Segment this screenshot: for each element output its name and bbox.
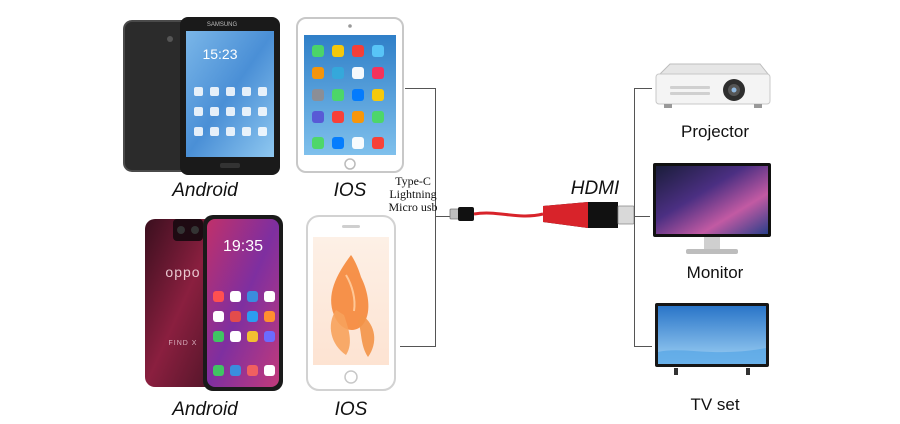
samsung-tablet-label: Android bbox=[172, 180, 238, 201]
output-bracket-vertical bbox=[634, 88, 635, 347]
tv-set-label: TV set bbox=[690, 395, 740, 414]
samsung-tablet-image bbox=[123, 17, 280, 175]
hdmi-label: HDMI bbox=[570, 178, 620, 199]
oppo-phone-label: Android bbox=[172, 399, 238, 420]
tv-set-image bbox=[655, 303, 769, 375]
input-type-lightning: Lightning bbox=[389, 187, 437, 201]
hdmi-adapter-cable bbox=[449, 202, 635, 228]
iphone-label: IOS bbox=[334, 399, 368, 420]
oppo-model-text: FIND X bbox=[168, 340, 198, 347]
monitor-label: Monitor bbox=[686, 263, 744, 282]
iphone-image bbox=[306, 215, 396, 391]
bracket-to-cable bbox=[436, 216, 450, 217]
ipad-image bbox=[296, 17, 404, 173]
ipad-label: IOS bbox=[333, 180, 367, 201]
samsung-brand-text: SAMSUNG bbox=[206, 22, 238, 28]
projector-image bbox=[655, 63, 771, 108]
bracket-bottom-horizontal bbox=[400, 346, 436, 347]
output-bracket-top bbox=[634, 88, 652, 89]
bracket-vertical bbox=[435, 88, 436, 347]
oppo-clock: 19:35 bbox=[222, 238, 264, 255]
monitor-image bbox=[653, 163, 771, 254]
projector-label: Projector bbox=[680, 122, 750, 141]
oppo-phone-image bbox=[145, 215, 283, 391]
input-type-micro-usb: Micro usb bbox=[388, 200, 438, 214]
oppo-brand-text: oppo bbox=[165, 264, 201, 280]
bracket-top-horizontal bbox=[405, 88, 436, 89]
output-link-horizontal bbox=[634, 216, 650, 217]
output-bracket-bottom bbox=[634, 346, 652, 347]
samsung-clock: 15:23 bbox=[202, 46, 238, 62]
input-type-list: Type-C Lightning Micro usb bbox=[383, 175, 443, 214]
input-type-type-c: Type-C bbox=[395, 174, 431, 188]
